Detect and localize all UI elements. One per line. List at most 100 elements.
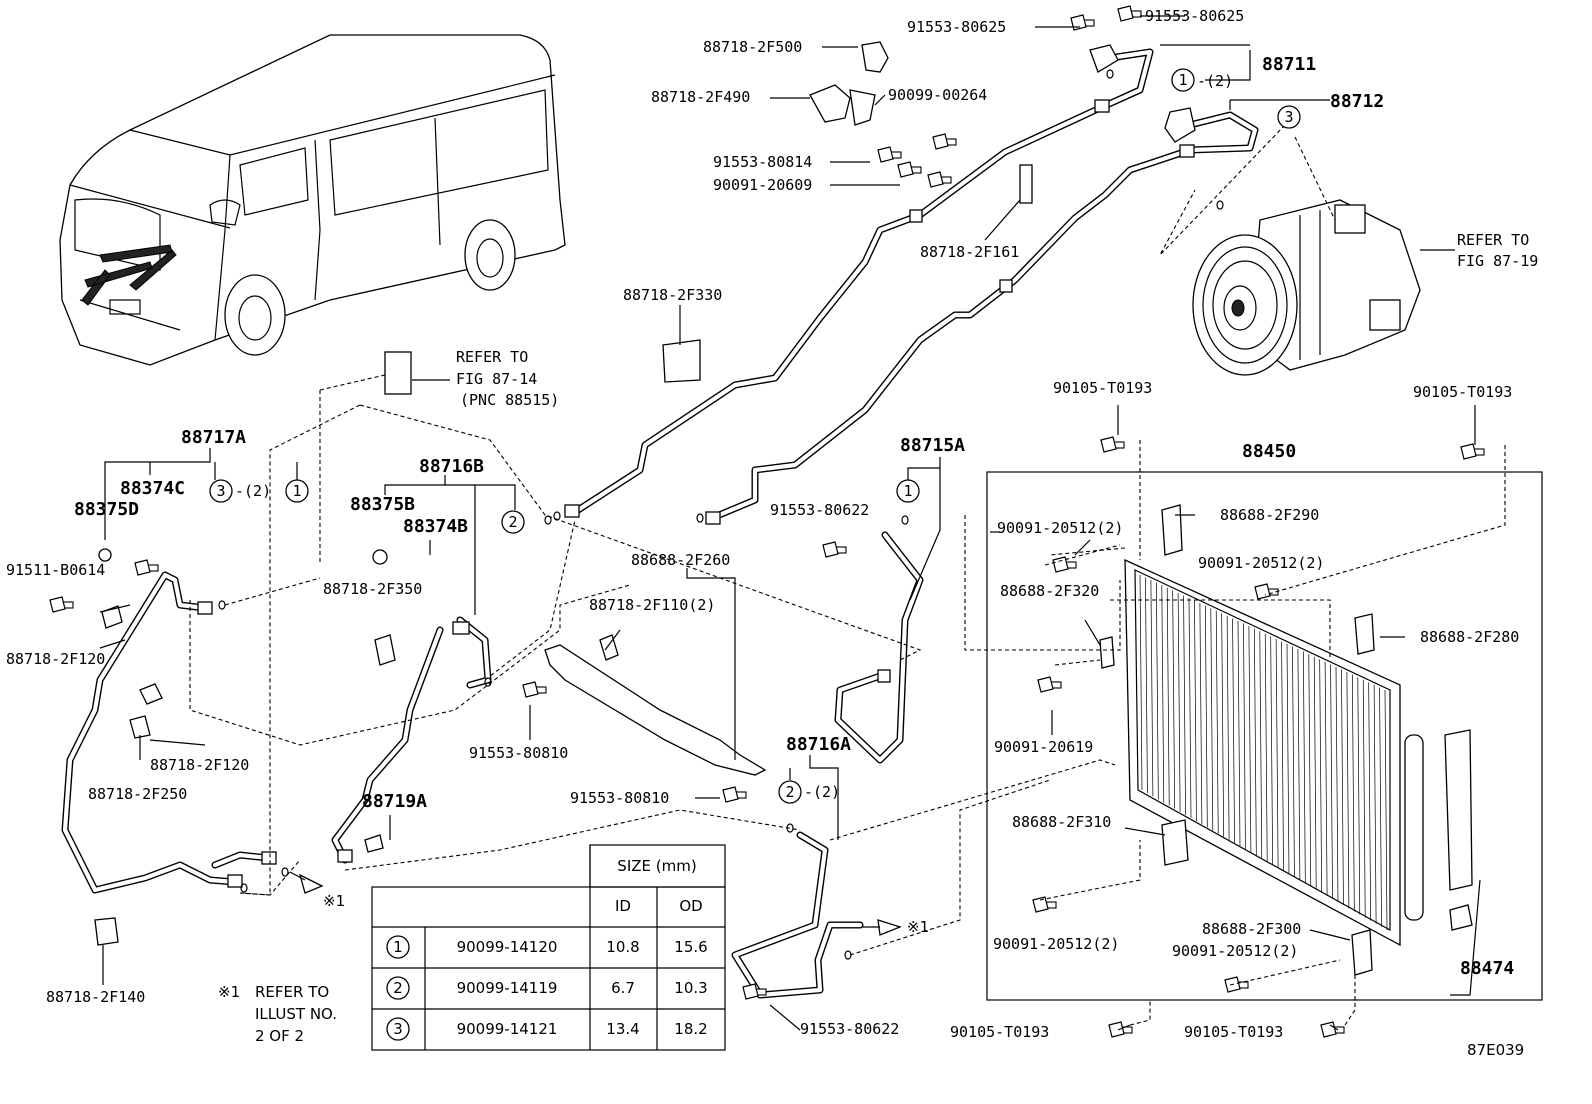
part-label: 90105-T0193 [1053,379,1152,397]
table-row: 2 90099-14119 6.7 10.3 [386,976,708,1000]
refrigerant-pipes [61,44,1259,999]
refer-text: FIG 87-14 [456,370,537,388]
callout-number: 1 [903,482,912,500]
part-label: 88718-2F140 [46,988,145,1006]
van-illustration [59,34,566,366]
refer-text: REFER TO [456,348,528,366]
pipe-fitting [452,621,470,635]
bolt-icon [1108,1021,1133,1038]
pipe-flange [1089,44,1119,73]
part-label: 88718-2F500 [703,38,802,56]
bolt-icon [49,596,74,613]
part-label: 91553-80814 [713,153,812,171]
bolt-icon [932,133,957,150]
callout-number: 3 [216,482,225,500]
refer-text: (PNC 88515) [460,391,559,409]
bolt-icon [742,983,767,1000]
table-row-od: 15.6 [674,938,707,956]
pipe-fitting [909,209,923,223]
pipe-fitting [705,511,721,525]
part-label: 88688-2F300 [1202,920,1301,938]
part-label: 88716B [419,456,484,477]
part-label: 88688-2F320 [1000,582,1099,600]
qty-label: -(2) [235,482,271,500]
bolts [49,5,1485,1038]
table-row-id: 6.7 [611,979,635,997]
table-row: 1 90099-14120 10.8 15.6 [386,935,708,959]
part-label: 90091-20512(2) [1198,554,1324,572]
part-label: 88717A [181,427,246,448]
part-label: 88718-2F490 [651,88,750,106]
callout-number: 3 [1284,108,1293,126]
table-header-od: OD [679,897,702,915]
part-label: 88718-2F161 [920,243,1019,261]
callout-circle-2 [778,780,802,804]
oring-size-table: SIZE (mm) ID OD 1 90099-14120 10.8 15.6 … [371,844,726,1051]
part-label: 90105-T0193 [1184,1023,1283,1041]
table-header-id: ID [615,897,631,915]
part-label: 90091-20512(2) [1172,942,1298,960]
table-row-part: 90099-14119 [457,979,558,997]
part-label: 91553-80625 [1145,7,1244,25]
bolt-icon [522,681,547,698]
pipe-fitting [999,279,1013,293]
part-label: 88450 [1242,441,1296,462]
part-label: 91553-80625 [907,18,1006,36]
pipe-fitting [877,669,891,683]
callout-circle-1 [896,479,920,503]
qty-label: -(2) [1197,72,1233,90]
dashed-reference-lines [189,124,1506,1026]
part-label: 88374B [403,516,468,537]
bolt-icon [897,161,922,178]
table-row-key: 1 [393,938,403,956]
ref-mark: ※1 [323,892,345,910]
pipe-flange [1164,107,1196,143]
bolt-icon [1037,676,1062,693]
arrow-ref-icon [877,919,902,936]
part-label: 90091-20609 [713,176,812,194]
small-parts [94,41,1375,976]
bolt-icon [1320,1021,1345,1038]
bolt-icon [1052,556,1077,573]
pipe-fitting [261,851,277,865]
pipe-fitting [1094,99,1110,113]
part-label: 88715A [900,435,965,456]
part-label: 88375D [74,499,139,520]
part-label: 88718-2F120 [6,650,105,668]
pipe-fitting [227,874,243,888]
part-label: 88718-2F330 [623,286,722,304]
footnote-text: ILLUST NO. [255,1005,337,1023]
footnote-mark: ※1 [218,983,240,1001]
refer-text: FIG 87-19 [1457,252,1538,270]
callout-circle-3 [209,479,233,503]
part-label: 90105-T0193 [950,1023,1049,1041]
callout-number: 2 [785,783,794,801]
callout-number: 1 [1178,71,1187,89]
table-row-key: 3 [393,1020,403,1038]
pipe-fitting [337,849,353,863]
part-label: 88718-2F250 [88,785,187,803]
condenser [986,471,1543,1001]
part-label: 88718-2F120 [150,756,249,774]
footnote-text: REFER TO [255,983,329,1001]
table-row-part: 90099-14120 [457,938,558,956]
part-labels: 91553-80625 91553-80625 88718-2F500 8871… [6,7,1538,1059]
bolt-icon [927,171,952,188]
bolt-icon [1117,5,1142,22]
part-label: 88688-2F310 [1012,813,1111,831]
table-row-od: 10.3 [674,979,707,997]
part-label: 91511-B0614 [6,561,105,579]
callout-circle-1 [285,479,309,503]
bolt-icon [1070,14,1095,31]
pipe-fitting [1179,144,1195,158]
table-row-od: 18.2 [674,1020,707,1038]
part-label: 90091-20512(2) [993,935,1119,953]
bolt-icon [1224,976,1249,993]
callout-number: 2 [508,513,517,531]
bolt-icon [1460,443,1485,460]
part-label: 88688-2F280 [1420,628,1519,646]
callout-circle-3 [1277,105,1301,129]
table-row-part: 90099-14121 [457,1020,558,1038]
bolt-icon [134,559,159,576]
